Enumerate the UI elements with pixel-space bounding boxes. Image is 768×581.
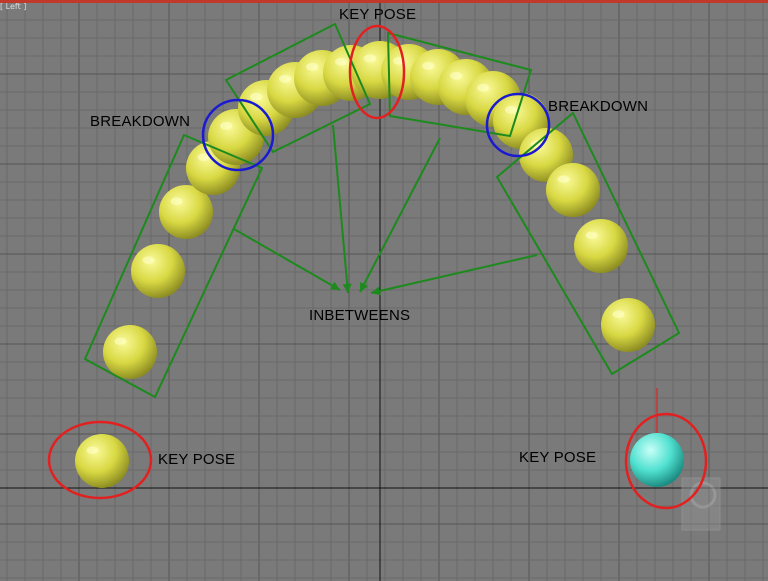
ball-highlight [505, 105, 518, 114]
ball[interactable] [103, 325, 157, 379]
ball-highlight [363, 54, 377, 63]
key-pose-right-label: KEY POSE [519, 449, 597, 466]
selected-ball-sphere[interactable] [630, 433, 684, 487]
inbetween-arrow [233, 228, 341, 291]
ball[interactable] [574, 219, 628, 273]
ball-highlight [86, 446, 99, 454]
ball[interactable] [601, 298, 655, 352]
ball-highlight [477, 83, 490, 92]
ball[interactable] [546, 163, 600, 217]
ball-highlight [422, 61, 435, 70]
inbetween-group-box [386, 31, 533, 138]
inbetweens-label: INBETWEENS [309, 307, 411, 324]
breakdown-left-label: BREAKDOWN [90, 113, 191, 130]
inbetween-group-box [224, 22, 372, 154]
inbetween-arrow [370, 254, 538, 294]
viewport-label[interactable]: [ Left ] [0, 2, 27, 11]
ball-highlight [142, 256, 155, 264]
ball-highlight [612, 310, 625, 318]
ball-highlight [250, 92, 263, 101]
ball-highlight [197, 153, 210, 161]
key-pose-circle-right [624, 412, 708, 510]
view-cube-ring [689, 481, 717, 509]
key-pose-left-label: KEY POSE [158, 451, 236, 468]
selected-ball[interactable] [630, 388, 684, 487]
key-pose-top-label: KEY POSE [339, 6, 417, 23]
ball-highlight [557, 175, 570, 183]
breakdown-right-label: BREAKDOWN [548, 98, 649, 115]
inbetween-arrowhead [342, 283, 352, 293]
inbetween-arrowhead [371, 286, 381, 296]
key-pose-circle-top [348, 24, 406, 120]
ball-highlight [279, 74, 292, 83]
inbetween-group-box [83, 133, 264, 399]
viewport-top-border [0, 0, 768, 3]
breakdown-circle-right [485, 92, 551, 158]
inbetween-arrowhead [360, 281, 369, 292]
inbetween-arrowhead [329, 281, 340, 290]
inbetween-arrow [359, 137, 441, 293]
ball[interactable] [131, 244, 185, 298]
ball-highlight [335, 57, 348, 66]
ball-highlight [450, 71, 463, 80]
ball-highlight [114, 337, 127, 345]
inbetween-arrow [332, 124, 349, 294]
breakdown-circle-left [201, 98, 275, 172]
ball-highlight [220, 121, 233, 130]
ball-highlight [170, 197, 183, 205]
ball-highlight [306, 62, 319, 71]
ball-highlight [585, 231, 598, 239]
key-pose-circle-left [47, 420, 153, 500]
ball[interactable] [75, 434, 129, 488]
